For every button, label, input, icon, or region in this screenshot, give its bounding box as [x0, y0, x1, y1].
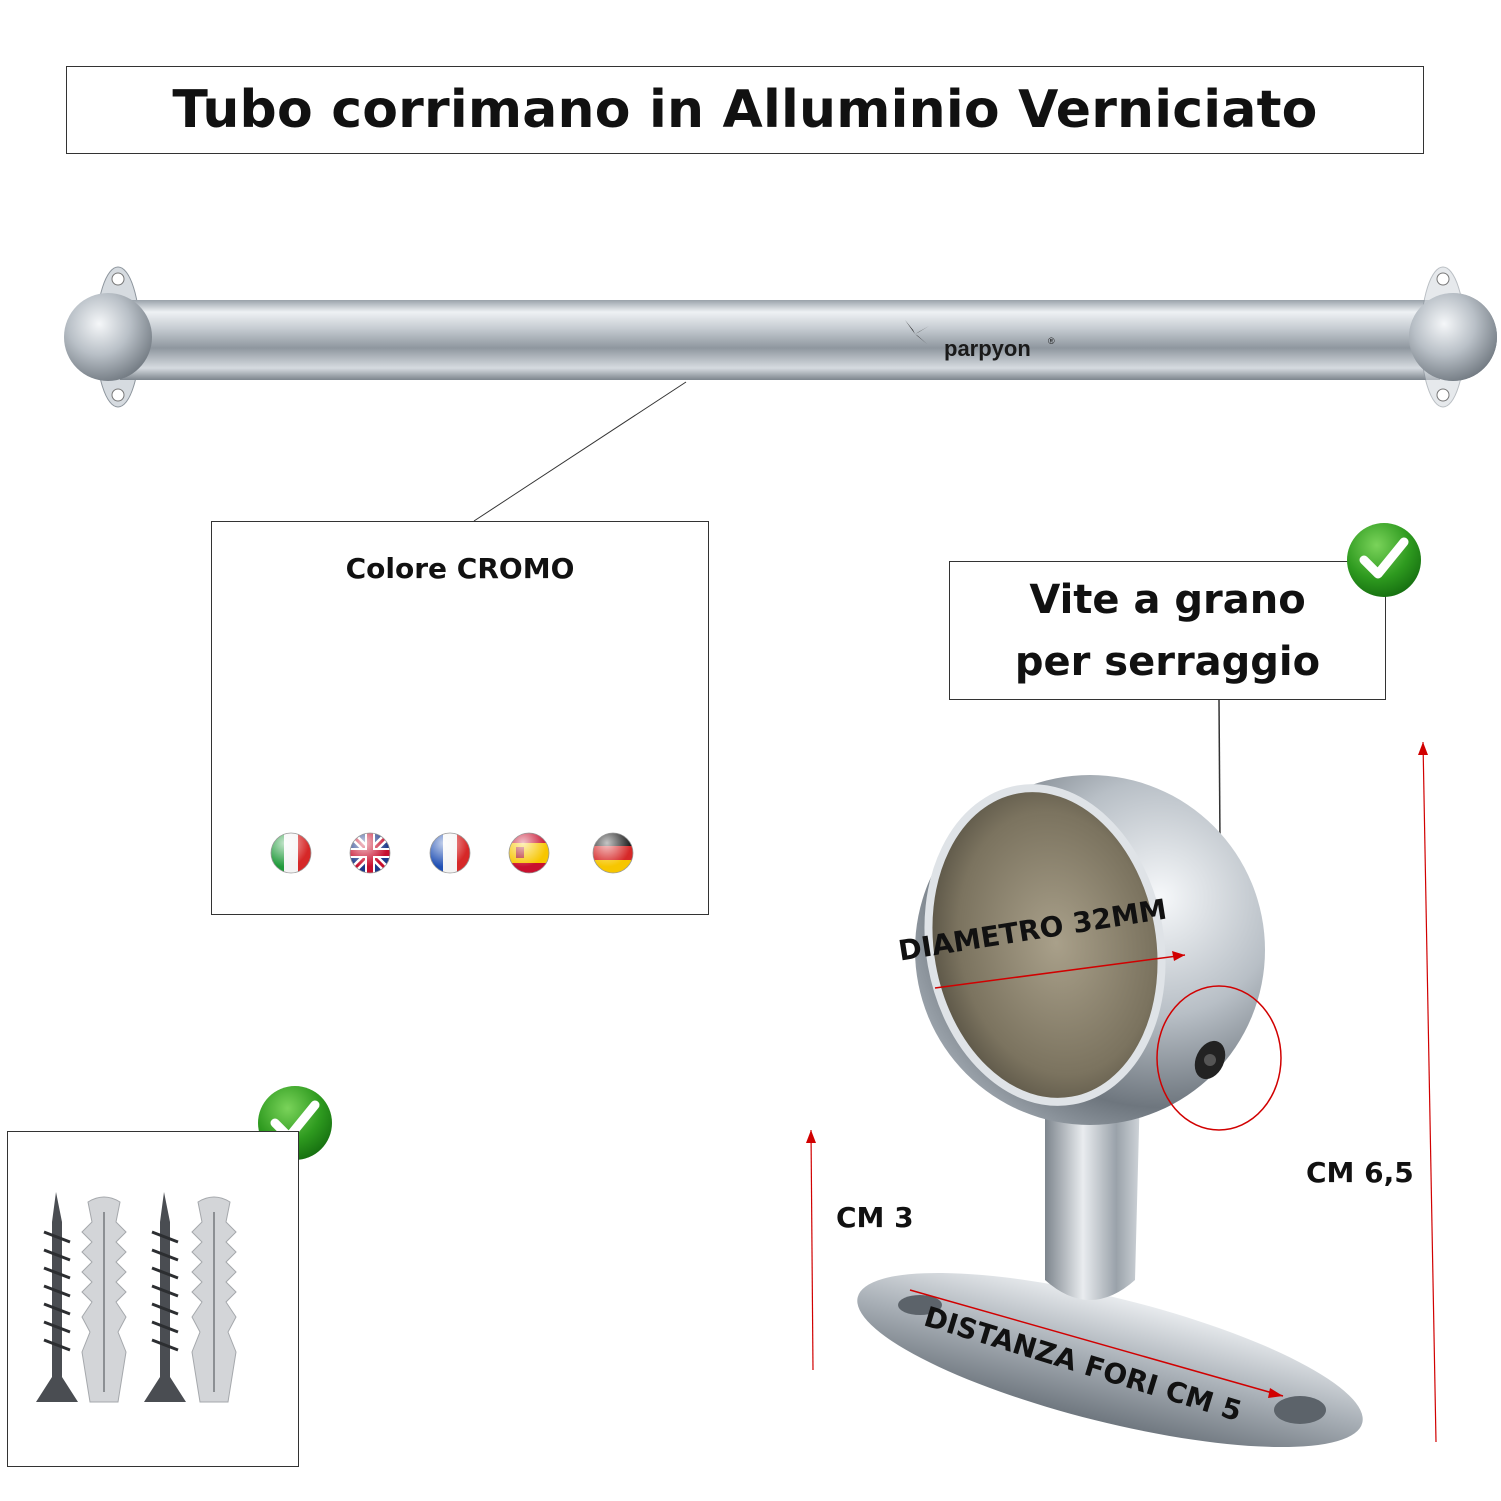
wall-plug-icon	[191, 1196, 237, 1403]
brand-logo-text: parpyon	[944, 336, 1031, 361]
language-flags	[270, 832, 634, 874]
color-label: Colore CROMO	[345, 552, 575, 585]
green-check-icon	[1347, 523, 1421, 597]
hole-distance-arrow	[909, 1289, 1284, 1397]
screw-icon	[36, 1192, 78, 1402]
fixing-kit-box	[7, 1131, 299, 1467]
bracket-support-image	[857, 775, 1363, 1448]
total-height-arrow	[1422, 741, 1437, 1443]
set-screw-callout: Vite a grano per serraggio	[949, 561, 1386, 700]
page-title: Tubo corrimano in Alluminio Verniciato	[172, 80, 1318, 140]
spain-flag-icon	[508, 832, 550, 874]
germany-flag-icon	[592, 832, 634, 874]
screws-and-plugs-image	[36, 1192, 237, 1403]
rail-tube-image: parpyon ®	[64, 266, 1497, 408]
screw-callout-line1: Vite a grano	[1029, 576, 1306, 623]
screw-callout-line2: per serraggio	[1014, 638, 1321, 685]
france-flag-icon	[429, 832, 471, 874]
total-height-label: CM 6,5	[1306, 1156, 1414, 1189]
diameter-arrow	[934, 954, 1186, 989]
registered-mark: ®	[1048, 336, 1055, 346]
color-callout-box: Colore CROMO	[211, 521, 709, 915]
base-height-arrow	[810, 1129, 814, 1371]
base-height-label: CM 3	[836, 1201, 914, 1234]
screw-highlight-circle	[1156, 985, 1282, 1131]
title-box: Tubo corrimano in Alluminio Verniciato	[66, 66, 1424, 154]
screw-icon	[144, 1192, 186, 1402]
wall-plug-icon	[81, 1196, 127, 1403]
italy-flag-icon	[270, 832, 312, 874]
butterfly-logo-icon	[905, 320, 929, 346]
